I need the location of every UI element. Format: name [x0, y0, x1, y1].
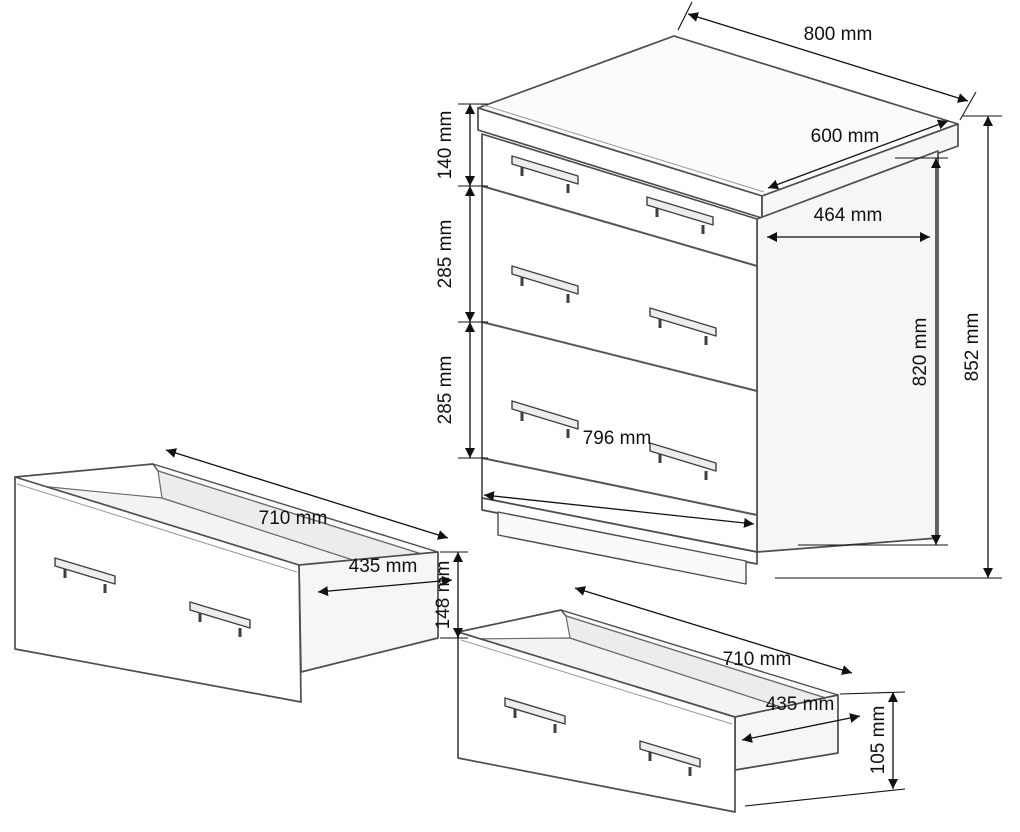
dim-drawer-front-2: 285 mm: [435, 186, 488, 323]
dim-large-drawer-depth: 435 mm: [317, 556, 453, 597]
cabinet-handle-row1-left: [511, 155, 579, 193]
small-drawer-front-panel: [457, 631, 736, 813]
dim-small-drawer-height: 105 mm: [744, 691, 906, 807]
dim-label-total-height: 852 mm: [962, 313, 983, 382]
dim-side-width: 464 mm: [767, 205, 930, 242]
dim-label-side-width: 464 mm: [814, 205, 883, 226]
dim-drawer-front-1: 140 mm: [435, 103, 488, 187]
small-drawer-handle-left: [504, 697, 566, 733]
dim-label-large-drawer-depth: 435 mm: [349, 556, 418, 577]
cabinet-handle-row3-right: [649, 442, 717, 480]
dimension-line: [165, 448, 449, 540]
cabinet-handle-row2-left: [511, 265, 579, 303]
dimension-line: [317, 575, 453, 597]
dim-large-drawer-height: 148 mm: [433, 551, 468, 639]
dim-label-carcass-height: 820 mm: [910, 318, 931, 387]
large-drawer-view: [14, 463, 439, 703]
dim-top-depth: 600 mm: [767, 119, 949, 190]
dimension-line: [741, 713, 861, 743]
dimension-line: [574, 586, 853, 675]
dim-label-large-drawer-height: 148 mm: [433, 561, 454, 630]
handle-bar: [639, 740, 701, 768]
large-drawer-handle-left: [54, 557, 116, 593]
dim-label-small-drawer-depth: 435 mm: [766, 694, 835, 715]
worktop-edge-profile: [479, 103, 765, 193]
cabinet-handle-row2-right: [649, 307, 717, 345]
dim-large-drawer-width: 710 mm: [165, 448, 449, 540]
handle-bar: [646, 196, 714, 226]
dim-label-drawer-front-3: 285 mm: [435, 356, 456, 425]
large-drawer-handle-right: [189, 601, 251, 637]
dim-label-small-drawer-height: 105 mm: [868, 706, 889, 775]
handle-bar: [511, 400, 579, 430]
dim-label-top-width: 800 mm: [804, 24, 873, 45]
handle-bar: [649, 442, 717, 472]
dim-drawer-front-3: 285 mm: [435, 322, 488, 459]
handle-bar: [189, 601, 251, 629]
handle-bar: [504, 697, 566, 725]
dim-label-drawer-front-1: 140 mm: [435, 111, 456, 180]
dimension-line: [687, 12, 969, 103]
dim-label-drawer-front-2: 285 mm: [435, 220, 456, 289]
dim-total-height: 852 mm: [775, 115, 1002, 579]
handle-bar: [649, 307, 717, 337]
extension-line: [959, 91, 977, 121]
extension-line: [839, 691, 906, 695]
drawer-divider-2: [481, 321, 758, 392]
cabinet-handle-row3-left: [511, 400, 579, 438]
dim-front-width: 796 mm: [483, 428, 755, 528]
extension-line: [744, 788, 906, 807]
cabinet-handle-row1-right: [646, 196, 714, 234]
dim-carcass-height: 820 mm: [798, 157, 948, 546]
dim-label-small-drawer-width: 710 mm: [723, 649, 792, 670]
small-drawer-left-rim: [457, 609, 562, 633]
drawer-divider-1: [481, 185, 758, 267]
dim-small-drawer-width: 710 mm: [574, 586, 853, 675]
large-drawer-front-thickness: [16, 483, 298, 573]
dim-small-drawer-depth: 435 mm: [741, 694, 861, 743]
small-drawer-handle-right: [639, 740, 701, 776]
handle-bar: [511, 155, 579, 185]
dim-top-width: 800 mm: [677, 1, 977, 121]
dim-label-front-width: 796 mm: [583, 428, 652, 449]
handle-bar: [511, 265, 579, 295]
handle-bar: [54, 557, 116, 585]
large-drawer-left-rim: [14, 463, 154, 478]
dimension-line: [767, 119, 949, 190]
extension-line: [677, 1, 693, 31]
small-drawer-front-thickness: [460, 639, 733, 725]
dim-label-top-depth: 600 mm: [811, 126, 880, 147]
dimension-line: [483, 491, 755, 528]
dim-label-large-drawer-width: 710 mm: [259, 508, 328, 529]
